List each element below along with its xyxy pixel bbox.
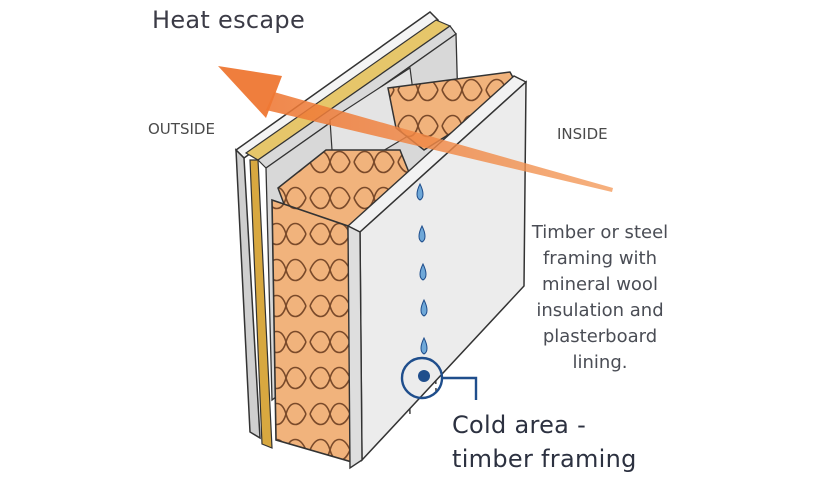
- water-drop-icon: [419, 262, 427, 281]
- water-drop-icon: [418, 224, 426, 243]
- description-line: framing with: [542, 248, 658, 269]
- target-circle-icon: [400, 356, 478, 400]
- cold-area-line: Cold area -: [452, 411, 587, 439]
- description-line: mineral wool: [542, 274, 658, 295]
- heat-escape-label: Heat escape: [152, 6, 306, 34]
- description-line: plasterboard: [542, 326, 658, 347]
- condensation-drops: [416, 182, 428, 355]
- heat-escape-arrow: [218, 66, 613, 192]
- water-drop-icon: [420, 298, 428, 317]
- description-line: insulation and: [536, 300, 664, 321]
- cold-area-line: timber framing: [452, 445, 637, 473]
- wall-description: Timber or steel framing with mineral woo…: [512, 220, 688, 376]
- water-drop-icon: [416, 182, 424, 201]
- insulation-front: [271, 198, 353, 464]
- water-drop-icon: [420, 336, 428, 355]
- plasterboard-lining: [346, 75, 528, 470]
- description-line: lining.: [572, 352, 628, 373]
- outside-label: OUTSIDE: [148, 120, 215, 138]
- description-line: Timber or steel: [531, 222, 669, 243]
- inside-label: INSIDE: [557, 125, 608, 143]
- cold-area-label: Cold area - timber framing: [452, 408, 637, 476]
- outer-cladding: [234, 11, 457, 449]
